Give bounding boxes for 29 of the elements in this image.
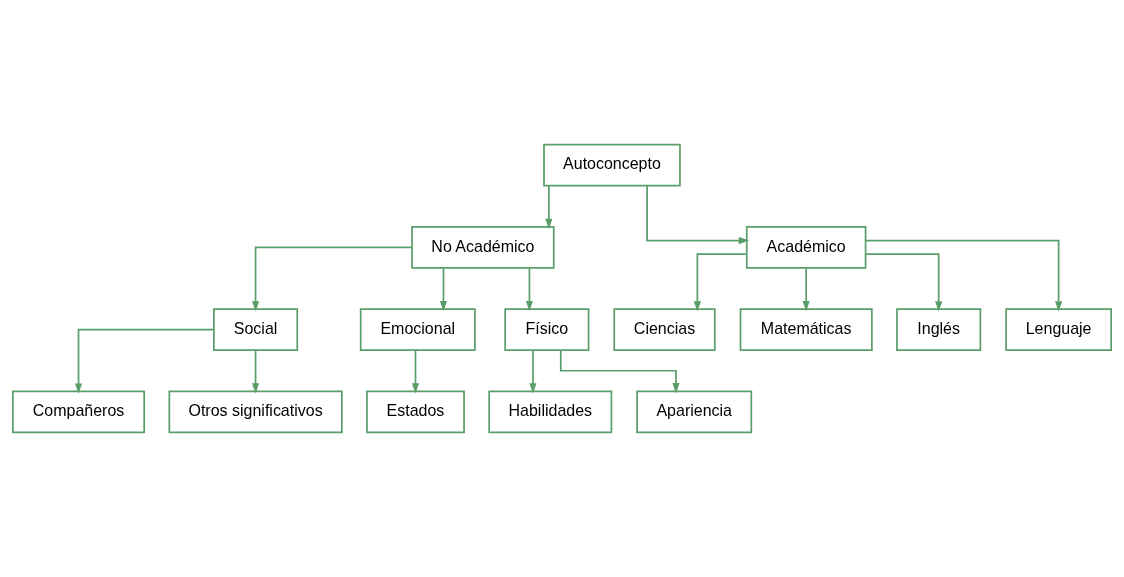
arrow: [411, 349, 420, 394]
node-box: Compañeros: [12, 390, 146, 434]
arrow: [251, 246, 413, 312]
node-box: Académico: [745, 225, 867, 269]
arrow: [525, 267, 534, 312]
node-box: Emocional: [359, 308, 476, 352]
node-box: Social: [213, 308, 299, 352]
arrow: [545, 185, 553, 229]
node-box: Inglés: [896, 308, 982, 352]
node-box: Otros significativos: [168, 390, 343, 434]
node-box: Ciencias: [613, 308, 716, 352]
arrow: [74, 328, 215, 394]
arrow: [529, 349, 537, 394]
node-box: No Académico: [411, 225, 555, 269]
arrow: [864, 253, 943, 312]
node-box: Estados: [366, 390, 465, 434]
node-box: Autoconcepto: [543, 143, 681, 187]
node-box: Habilidades: [488, 390, 613, 434]
arrow: [439, 267, 448, 312]
arrow: [646, 184, 750, 245]
arrow: [802, 267, 810, 312]
arrow: [864, 239, 1063, 312]
arrow: [693, 253, 748, 312]
node-box: Lenguaje: [1005, 308, 1112, 352]
node-box: Matemáticas: [739, 308, 873, 352]
node-box: Físico: [504, 308, 590, 352]
node-box: Apariencia: [636, 390, 753, 434]
arrow: [559, 349, 680, 394]
arrow: [251, 349, 260, 394]
